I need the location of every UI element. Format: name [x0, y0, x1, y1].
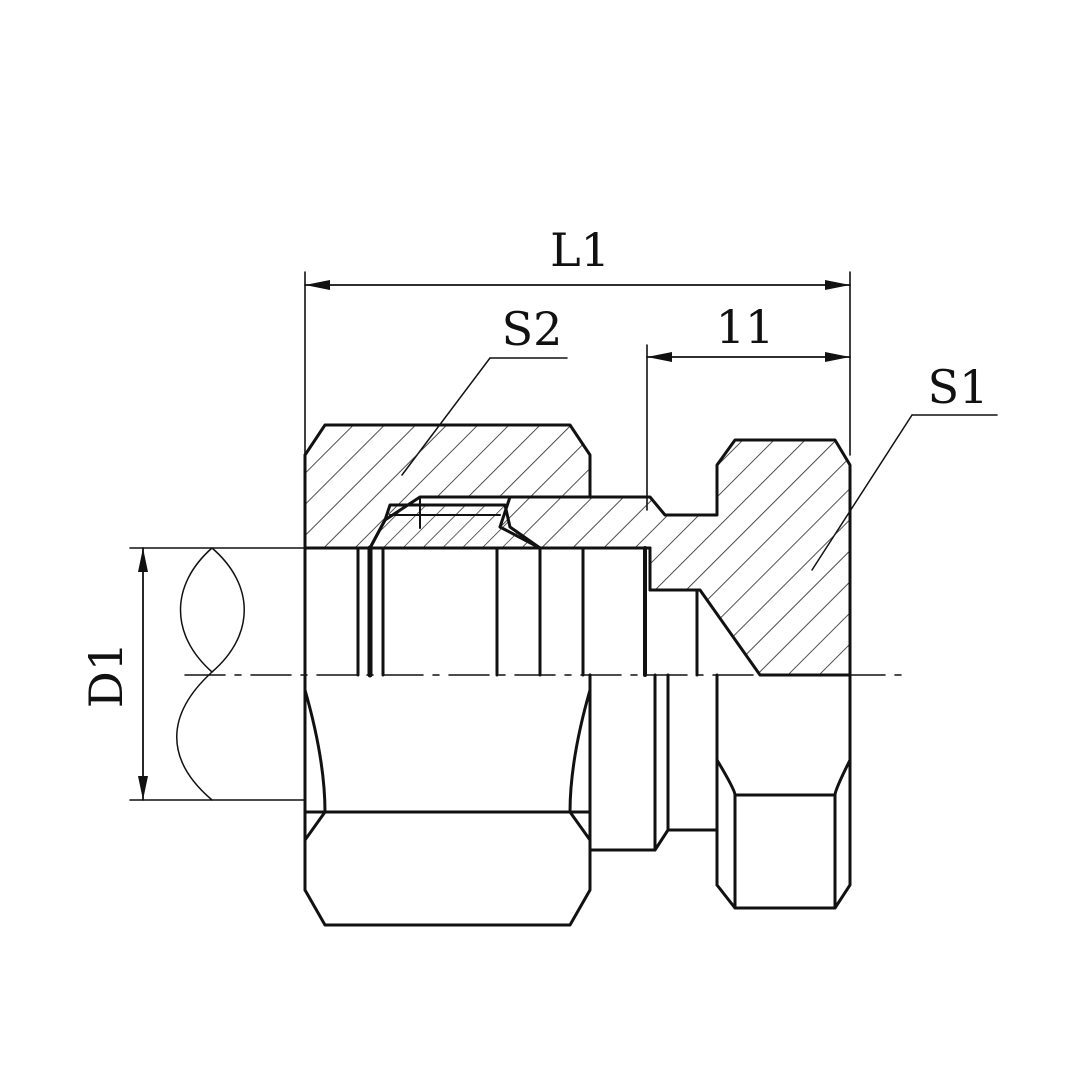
- l1-small-arrow-right: [825, 352, 850, 362]
- inner-bore-upper: [303, 545, 699, 678]
- d1-arrow-top: [138, 548, 148, 572]
- nut-hex-view: [303, 546, 592, 927]
- thread-symbol-upper: [179, 547, 245, 673]
- thread-symbol-lower: [176, 671, 213, 801]
- label-s2: S2: [502, 302, 563, 356]
- label-s1: S1: [928, 360, 989, 414]
- label-l1-small: 11: [716, 300, 775, 354]
- dimension-d1: [129, 547, 306, 801]
- label-d1: D1: [79, 642, 133, 708]
- l1-arrow-right: [825, 280, 850, 290]
- dimension-l1-small: [646, 344, 851, 511]
- label-l1: L1: [550, 223, 610, 277]
- body-hex-view: [588, 673, 852, 910]
- body-section: [368, 438, 852, 677]
- l1-arrow-left: [305, 280, 330, 290]
- l1-small-arrow-left: [647, 352, 672, 362]
- d1-arrow-bottom: [138, 776, 148, 800]
- dimension-l1: [304, 271, 851, 456]
